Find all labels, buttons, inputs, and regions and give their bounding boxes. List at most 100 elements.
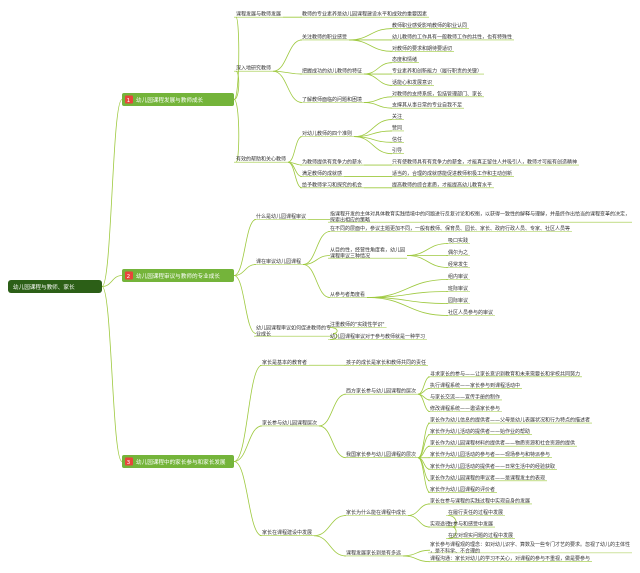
node-b3-d2: 家长作为幼儿园课程的审议者——是课程发主的表现 [430,474,545,481]
node-b1-d2: 引导 [392,147,402,154]
branch-number: 2 [127,274,131,280]
node-b1-d0: 课程发展与教师发展 [236,11,281,18]
branch-number: 1 [127,98,131,104]
node-text-line-1: 指课程开发的主体对具体教育实践情境中的问题进行反复讨论和权衡，以获得一致性的解释… [330,211,630,218]
node-b1-d2: 对教师的要求和期待要适切 [392,45,452,52]
node-b3-d1: 家长为什么能在课程中成长 [346,509,406,516]
connector [233,461,263,537]
branch-label: 幼儿园课程中的家长参与和家长发展 [136,458,226,466]
connector [233,16,240,100]
connector [287,136,303,163]
connector [318,393,347,427]
connector [313,515,347,537]
connector [101,99,123,287]
connector [407,503,431,516]
node-b3-d2: 家长在参与课程的实践过程中实现自身的发展 [430,497,530,504]
connector [364,73,393,86]
node-b2-d0: 课在审议幼儿园课程 [256,258,301,265]
connector [417,393,431,412]
node-b3-d2: 家长作为幼儿园活动的提供者——日常生活中的经验获取 [430,463,555,470]
node-b2-d2: 偶尔为之 [448,249,468,256]
branch-label: 幼儿园课程审议与教师的专业成长 [136,272,220,280]
connector [318,425,347,459]
node-b2-d1: 幼儿园课程审议对于参与教师就是一种学习 [330,333,425,340]
node-b3-d2: 家长作为幼儿信息的提供者——父母是幼儿表展状况和行为特点的描述者 [430,417,590,424]
node-b2-d0: 幼儿园课程审议如何促进教师的专业成长 [256,325,331,338]
node-b1-d2: 专业素养和创新能力（履行职责的关键） [392,68,482,75]
branch-number-badge [125,95,133,104]
connector [101,275,123,287]
node-text-line-2: ，是不科学、不合理的 [430,547,480,554]
node-b3-d2: 寻求家长的参与——让家长意识到教育和未来需要长和学校共同努力 [430,370,580,377]
connector [302,264,331,298]
node-b1-d1: 给予教师学习和探究的机会 [302,181,362,188]
node-b2-d1: 从目的性，经营性角度看，幼儿园课程审议三种情况 [330,247,405,260]
node-text-line-2: 探索出相应的策略 [330,217,370,224]
node-b2-d1: 指课程开发的主体对具体教育实践情境中的问题进行反复讨论和权衡，以获得一致性的解释… [330,211,630,224]
node-b1-d2: 赞同 [392,124,402,131]
connector [349,39,393,52]
node-b3-d2: 修改课程系统——邀请家长参与 [430,405,500,412]
node-b3-d1: 孩子的成长是家长和教师共同的责任 [346,359,426,366]
node-b3-d1: 西方家长参与幼儿园课程的层次 [346,388,416,395]
node-b2-d1: 从参与者角度看 [330,291,365,298]
node-b3-d2: 家长作为幼儿园课程材料的提供者——物质资源和社会资源的提供 [430,440,575,447]
connector [349,28,393,41]
branch-node-b3 [122,455,234,468]
connector-lines [101,16,633,563]
connector [101,286,123,462]
connector [364,102,393,109]
connector [233,364,263,462]
node-b3-d2: 家长作为幼儿园活动的参与者——现场参与和特派参与 [430,451,550,458]
branch-label: 幼儿园课程发展与教师成长 [136,96,204,104]
node-b2-d0: 什么是幼儿园课程审议 [256,213,306,220]
node-b3-d0: 家长参与幼儿园课程层次 [262,419,317,426]
node-b3-d3: 在履行责任的过程中发展 [448,509,503,516]
node-b3-d2: 课程沟通：家长对幼儿的学习不关心，对课程的参与不重视，做是要参与 [430,555,590,562]
connector [367,297,449,316]
connector [287,161,303,189]
node-b1-d1: 满足教师的成就感 [302,170,342,177]
node-b2-d2: 班际审议 [448,285,468,292]
connector [354,136,393,155]
node-b1-d2: 话能心和发展意识 [392,79,432,86]
branch-node-b1 [122,93,234,106]
node-b2-d2: 组内审议 [448,273,468,280]
node-b2-d2: 吸口实践 [448,237,468,244]
connector [407,243,449,256]
node-b1-d2: 适当的，合理的成就感能促进教师积极工作和主动创新 [392,170,512,177]
node-b1-d2: 信任 [392,136,402,143]
connector [233,70,240,100]
connector [233,425,263,462]
node-b3-d0: 家长在课程建设中发展 [262,529,312,536]
connector [407,515,431,528]
connector [233,264,257,276]
node-b3-d1: 我国家长参与幼儿园课程的层次 [346,451,416,458]
node-b3-d1: 课程发展家长到是有多远 [346,549,401,556]
connector [407,255,449,268]
node-b2-d1: 注重教师的"实践性学识" [330,321,385,328]
node-b1-d1: 为教师提供有竞争力的薪水 [302,159,362,166]
connector [329,327,338,334]
node-b1-d2: 支撑其从事日常的专业自我不足 [392,102,462,109]
connector [273,70,303,75]
node-b3-d2: 实现途径 [430,521,450,528]
node-text-line-2: 业成长 [256,331,271,338]
connector [233,219,257,276]
node-b3-d2: 执行课程系统——家长参与到课程活动中 [430,382,520,389]
node-b3-d2: 家长作为幼儿活动的提供者——始作业的帮助 [430,428,530,435]
connector [272,39,303,72]
node-b1-d1: 了解教师面临的问题和困境 [302,96,362,103]
connector [233,99,240,163]
connector [233,275,257,334]
connector [403,555,431,563]
node-text-line-1: 家长参与课程观的理念：如对幼儿识字、算数及一些专门才艺的要求。忽视了幼儿的主体性 [430,541,630,548]
node-b3-d2: 与家长交流——宣传手册的制作 [430,393,500,400]
connector [403,549,431,557]
branch-node-b2 [122,269,234,282]
node-text-line-2: 课程审议三种情况 [330,253,370,260]
connector [364,62,393,75]
node-b1-d2: 只有使教师具有有竞争力的薪金，才能真正留住人并吸引人，教师才可能有创造精神 [392,159,577,166]
node-b1-d1: 对幼儿教师的四个准则 [302,130,352,137]
